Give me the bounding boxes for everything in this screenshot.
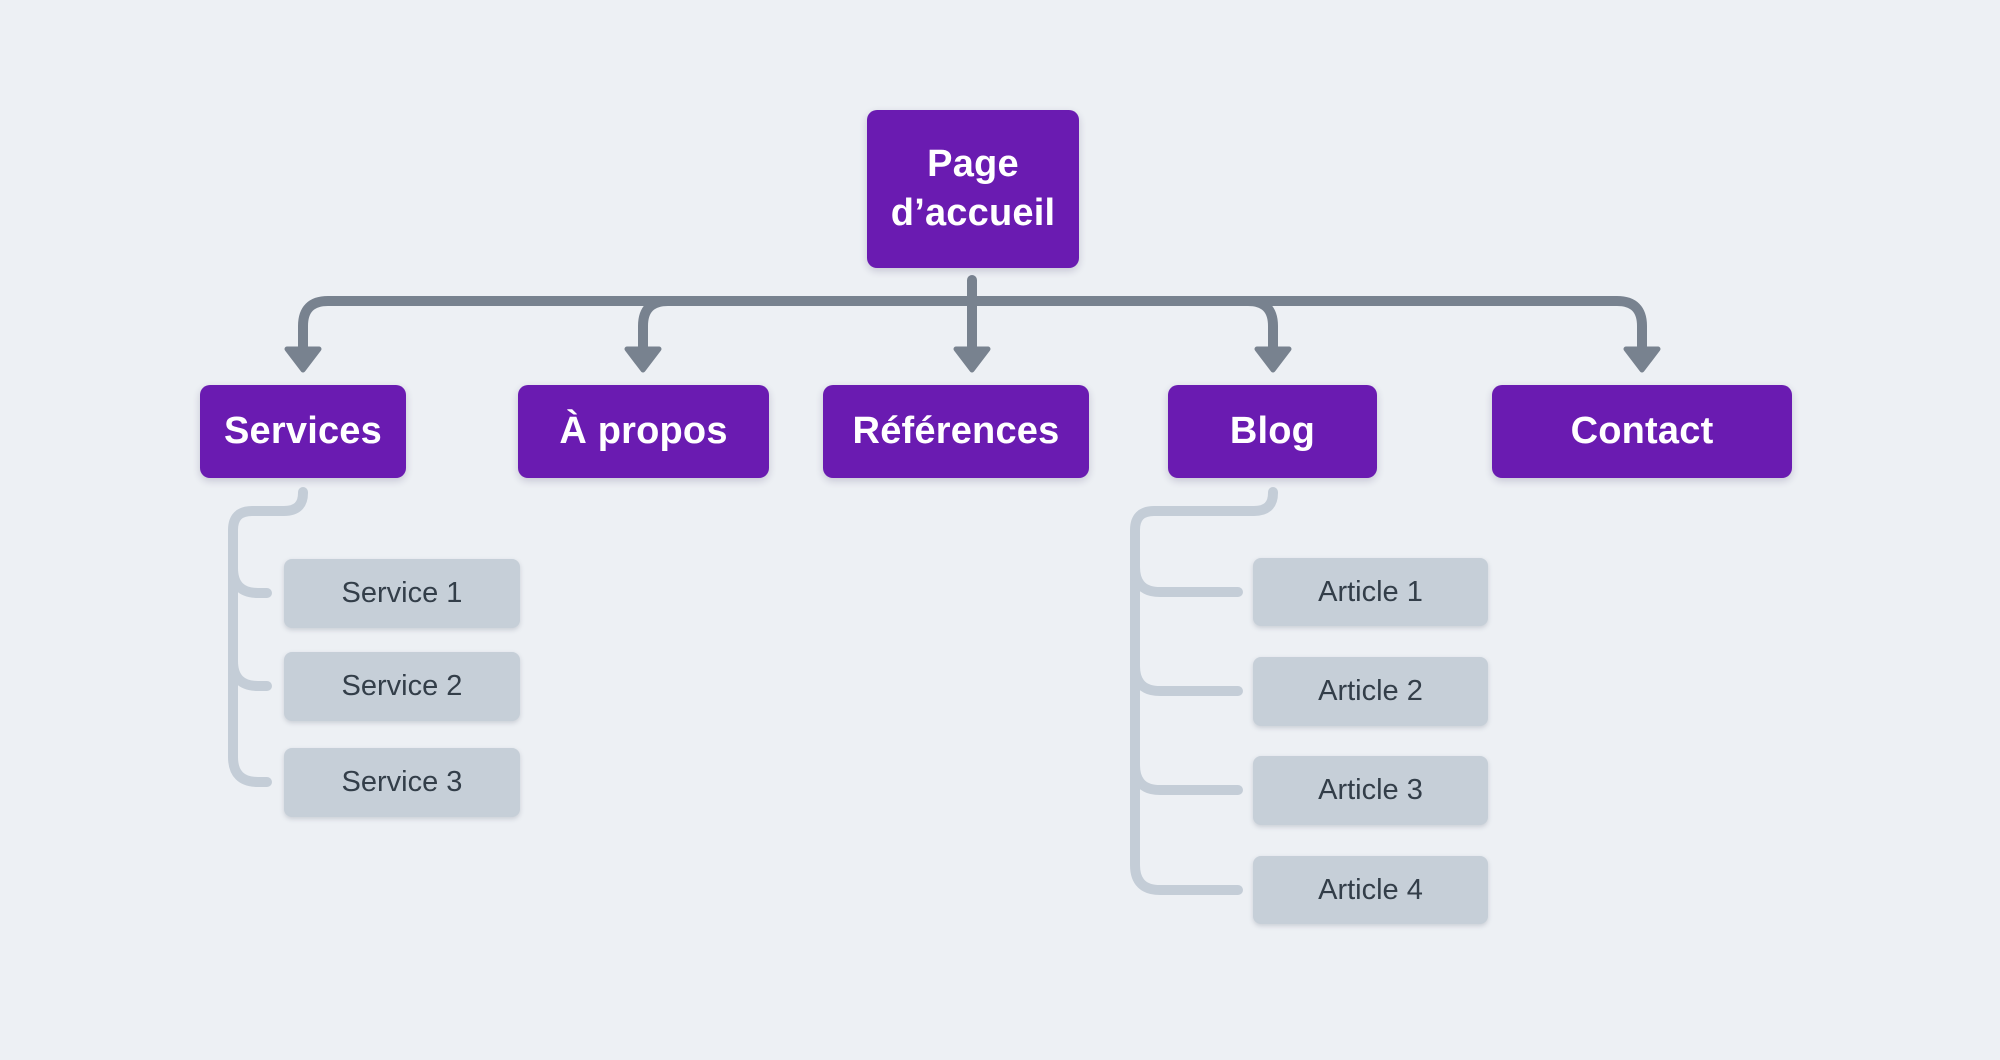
node-service-1[interactable]: Service 1 [284, 559, 520, 628]
node-references-label: Références [852, 410, 1060, 452]
node-blog-label: Blog [1229, 410, 1316, 452]
arrowhead-apropos [624, 346, 662, 373]
edge-blog-trunk [1130, 487, 1278, 895]
edge-blog-article-3 [1130, 760, 1243, 795]
node-contact[interactable]: Contact [1492, 385, 1792, 478]
node-page-accueil[interactable]: Page d’accueil [867, 110, 1079, 268]
edge-blog-article-1 [1130, 562, 1243, 597]
blog-child-connectors [1130, 487, 1278, 895]
node-service-3-label: Service 3 [341, 766, 463, 798]
edge-root-apropos [638, 296, 673, 356]
root-connectors [284, 275, 1661, 373]
arrowhead-services [284, 346, 322, 373]
arrowhead-contact [1623, 346, 1661, 373]
edge-blog-article-2 [1130, 661, 1243, 696]
node-blog[interactable]: Blog [1168, 385, 1377, 478]
node-service-1-label: Service 1 [341, 577, 463, 609]
services-child-connectors [228, 487, 308, 787]
edge-root-blog [1243, 296, 1278, 356]
node-article-3-label: Article 3 [1318, 774, 1423, 806]
arrowhead-blog [1254, 346, 1292, 373]
node-a-propos-label: À propos [559, 410, 728, 452]
node-article-3[interactable]: Article 3 [1253, 756, 1488, 825]
node-service-3[interactable]: Service 3 [284, 748, 520, 817]
arrowhead-references [953, 346, 991, 373]
node-article-4-label: Article 4 [1318, 873, 1423, 906]
node-service-2-label: Service 2 [341, 670, 463, 702]
node-page-accueil-label: Page d’accueil [890, 142, 1056, 234]
edge-services-trunk [228, 487, 308, 787]
node-article-1-label: Article 1 [1318, 575, 1423, 608]
node-services-label: Services [224, 410, 382, 452]
node-service-2[interactable]: Service 2 [284, 652, 520, 721]
node-article-1[interactable]: Article 1 [1253, 558, 1488, 626]
node-a-propos[interactable]: À propos [518, 385, 769, 478]
edge-services-service-2 [228, 656, 272, 691]
node-references[interactable]: Références [823, 385, 1089, 478]
node-article-2[interactable]: Article 2 [1253, 657, 1488, 726]
node-services[interactable]: Services [200, 385, 406, 478]
node-article-2-label: Article 2 [1318, 675, 1423, 707]
node-article-4[interactable]: Article 4 [1253, 856, 1488, 924]
node-contact-label: Contact [1570, 410, 1714, 452]
edge-services-service-1 [228, 563, 272, 598]
